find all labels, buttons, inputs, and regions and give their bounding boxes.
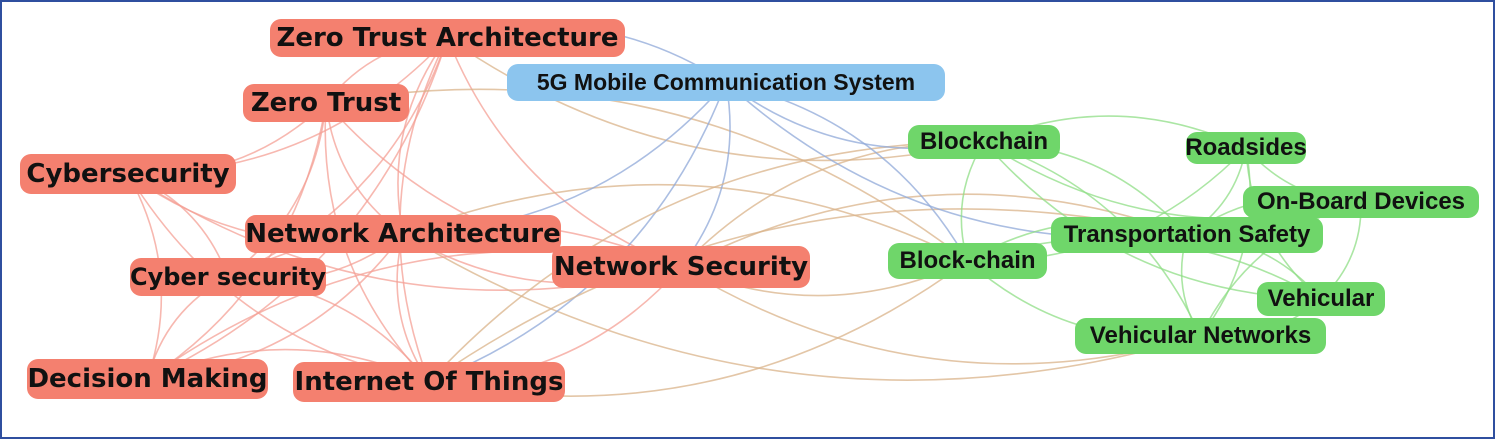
node-vn[interactable]: Vehicular Networks [1075,318,1326,354]
node-cs[interactable]: Cyber security [130,258,326,296]
node-dm[interactable]: Decision Making [27,359,268,399]
edge-iot-bc [428,141,985,383]
node-bch[interactable]: Block-chain [888,243,1047,279]
node-na[interactable]: Network Architecture [245,215,561,253]
node-ts[interactable]: Transportation Safety [1051,217,1323,253]
edge-zt-bch [325,88,968,262]
edge-ns-5g [680,82,731,268]
node-zta[interactable]: Zero Trust Architecture [270,19,625,57]
node-veh[interactable]: Vehicular [1257,282,1385,316]
edge-zta-iot [399,37,449,383]
node-ns[interactable]: Network Security [552,246,810,288]
edge-na-vn [402,233,1201,381]
edge-zt-iot [324,102,430,383]
edge-na-bch [402,183,968,262]
node-obd[interactable]: On-Board Devices [1243,186,1479,218]
edge-ns-ts [680,193,1188,268]
node-bc[interactable]: Blockchain [908,125,1060,159]
node-zt[interactable]: Zero Trust [243,84,409,122]
edge-zta-na [397,37,449,235]
edge-na-dm [147,233,404,380]
edge-iot-ts [428,208,1188,383]
node-cyb[interactable]: Cybersecurity [20,154,236,194]
node-rs[interactable]: Roadsides [1185,132,1307,164]
edge-na-iot [396,233,430,383]
node-iot[interactable]: Internet Of Things [293,362,565,402]
node-5g[interactable]: 5G Mobile Communication System [507,64,945,101]
